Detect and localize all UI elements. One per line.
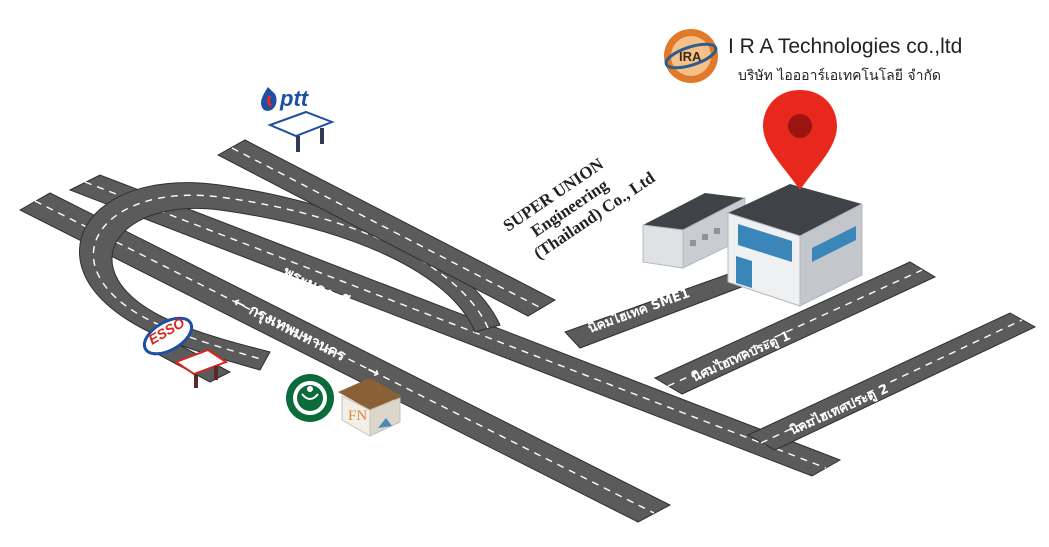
company-name-thai: บริษัท ไอออาร์เอเทคโนโลยี จำกัด <box>738 67 941 84</box>
map-pin-icon <box>763 90 837 190</box>
esso-gas-station-icon <box>173 348 229 388</box>
ira-building <box>727 184 863 307</box>
ira-logo-text: IRA <box>679 49 702 64</box>
gate2-road <box>746 312 1037 451</box>
ira-logo-icon: IRA <box>664 29 718 83</box>
starbucks-logo-icon <box>286 374 334 422</box>
super-union-label: SUPER UNION Engineering (Thailand) Co., … <box>500 154 659 263</box>
fn-shop-building: FN <box>338 378 402 437</box>
fn-wordmark: FN <box>348 408 367 424</box>
ptt-logo-icon: ptt <box>261 86 310 111</box>
ptt-wordmark: ptt <box>279 86 310 111</box>
gas-station-icon <box>267 110 335 152</box>
ptt-access-road <box>216 139 557 317</box>
company-name: I R A Technologies co.,ltd <box>728 35 962 58</box>
gate1-road <box>653 261 937 395</box>
highway-lower-road <box>18 192 672 523</box>
highway-upper-road <box>68 174 842 477</box>
